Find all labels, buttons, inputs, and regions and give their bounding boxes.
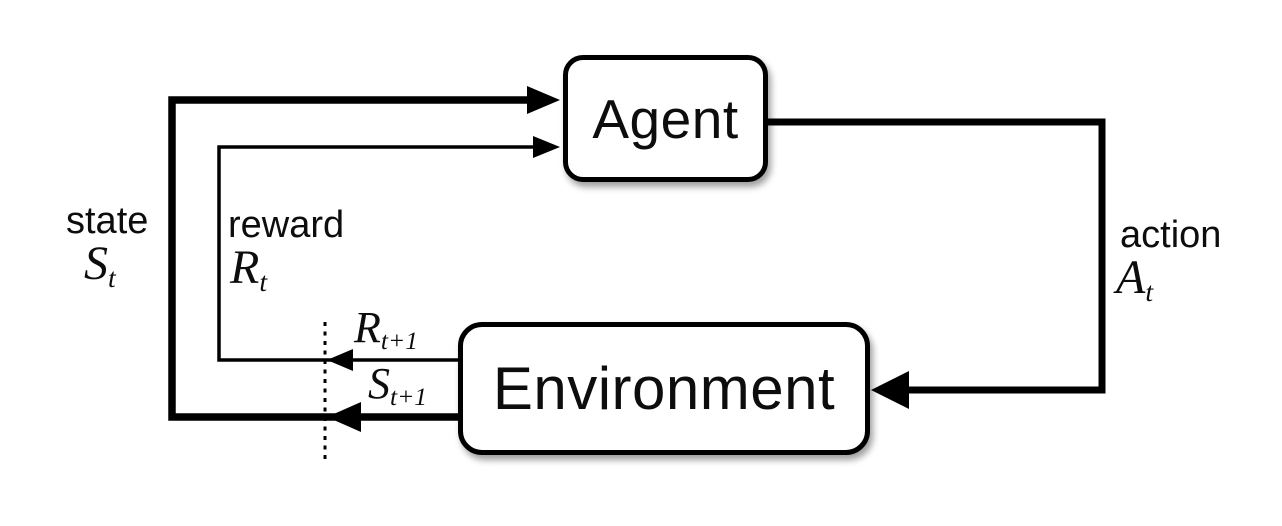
state-word-label: state <box>66 200 149 242</box>
action-into-environment-arrowhead <box>871 371 909 409</box>
action-word-label: action <box>1120 214 1222 256</box>
state-subscript: t <box>108 262 116 294</box>
next-state-symbol: S <box>368 359 390 408</box>
reward-symbol: R <box>230 241 260 294</box>
agent-node: Agent <box>563 55 768 182</box>
state-into-agent-arrowhead <box>527 86 560 114</box>
reward-symbol-label: Rt <box>230 241 267 297</box>
next-reward-symbol: R <box>354 303 381 352</box>
reward-subscript: t <box>259 266 268 298</box>
next-reward-subscript: t+1 <box>380 326 418 356</box>
action-wire <box>768 118 1106 394</box>
state-symbol: S <box>84 237 108 290</box>
state-wire <box>168 96 532 421</box>
reward-word-label: reward <box>228 204 345 246</box>
action-subscript: t <box>1145 276 1154 308</box>
action-symbol: A <box>1116 251 1146 304</box>
environment-label: Environment <box>492 355 836 422</box>
environment-node: Environment <box>458 322 870 455</box>
agent-label: Agent <box>592 87 739 150</box>
reward-into-agent-arrowhead <box>533 136 560 158</box>
next-state-arrowhead <box>327 402 361 432</box>
next-state-symbol-label: St+1 <box>368 359 427 410</box>
next-reward-symbol-label: Rt+1 <box>354 303 418 354</box>
next-state-subscript: t+1 <box>390 382 428 412</box>
state-symbol-label: St <box>84 237 116 293</box>
next-reward-arrowhead <box>327 349 353 371</box>
action-symbol-label: At <box>1116 251 1153 307</box>
